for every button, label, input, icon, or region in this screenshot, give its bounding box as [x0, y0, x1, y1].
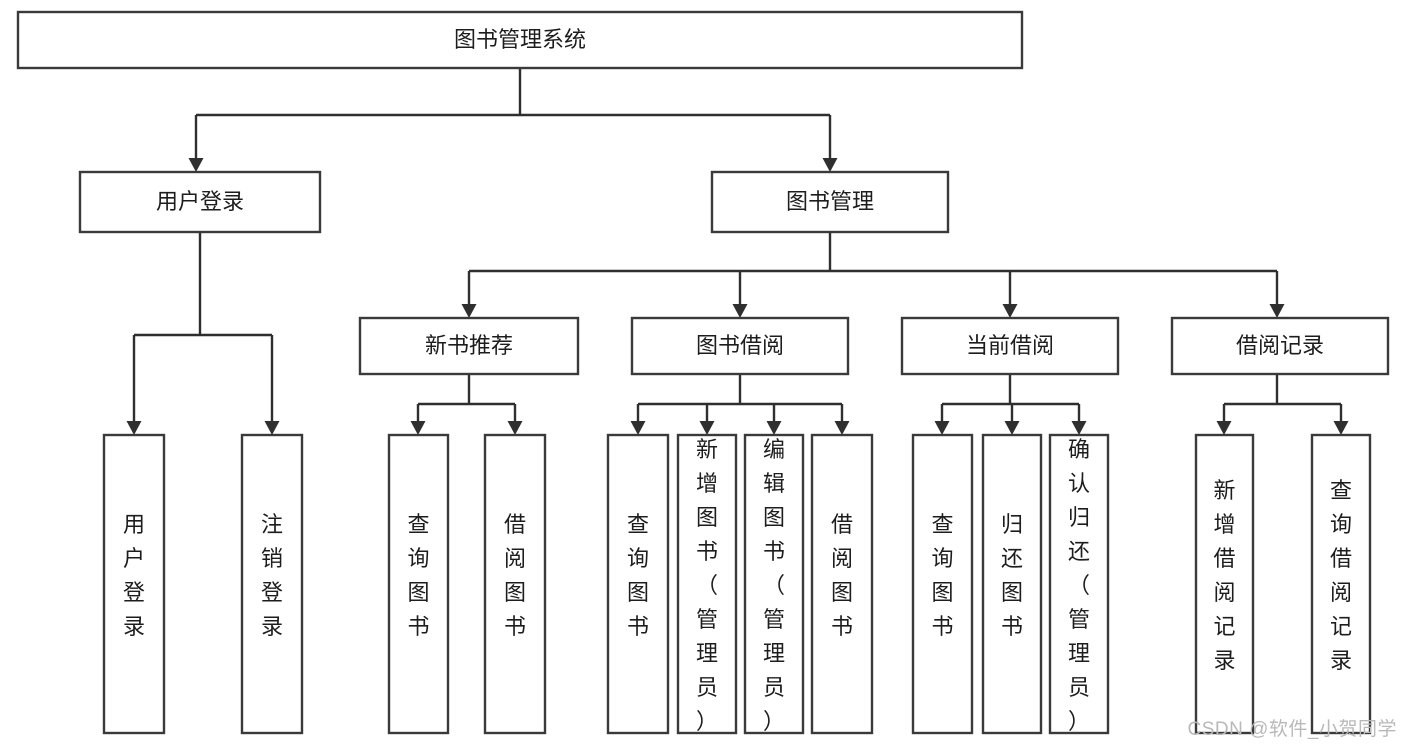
arrow-down-icon-bus-book-borrow-0 [630, 421, 646, 435]
node-box-leaf-add-book-admin[interactable] [676, 433, 738, 735]
arrow-down-icon-bus-book-borrow-3 [834, 421, 850, 435]
nodes-layer: 图书管理系统用户登录图书管理新书推荐图书借阅当前借阅借阅记录用户登录注销登录查询… [16, 10, 1390, 735]
arrow-down-icon-bus-book-borrow-1 [699, 421, 715, 435]
connector-group-bus-borrow-record [1216, 374, 1349, 435]
node-leaf-edit-book-admin[interactable]: 编辑图书（管理员） [743, 433, 805, 735]
node-box-leaf-query-book-1[interactable] [387, 433, 450, 735]
node-box-leaf-query-book-3[interactable] [911, 433, 974, 735]
arrow-down-icon-bus-user-login-1 [264, 421, 280, 435]
node-box-leaf-edit-book-admin[interactable] [743, 433, 805, 735]
node-label-leaf-query-book-3: 查询图书 [931, 512, 953, 639]
arrow-down-icon-bus-borrow-record-0 [1216, 421, 1232, 435]
node-label-book-management: 图书管理 [786, 189, 874, 214]
node-new-book-recommend[interactable]: 新书推荐 [358, 316, 580, 376]
node-user-login[interactable]: 用户登录 [78, 170, 322, 234]
node-label-leaf-add-book-admin: 新增图书（管理员） [696, 437, 718, 734]
connectors-layer [126, 68, 1349, 435]
connector-group-bus-book-management [461, 232, 1285, 318]
connector-group-bus-current-borrow [934, 374, 1087, 435]
arrow-down-icon-bus-current-borrow-0 [934, 421, 950, 435]
arrow-down-icon-bus-current-borrow-1 [1004, 421, 1020, 435]
node-leaf-add-record[interactable]: 新增借阅记录 [1194, 433, 1255, 735]
node-leaf-return-book[interactable]: 归还图书 [981, 433, 1043, 735]
connector-group-bus-new-book [410, 374, 523, 435]
node-leaf-query-book-2[interactable]: 查询图书 [606, 433, 670, 735]
node-box-leaf-user-login[interactable] [102, 433, 166, 735]
node-book-management[interactable]: 图书管理 [710, 170, 950, 234]
connector-group-bus-book-borrow [630, 374, 850, 435]
arrow-down-icon-bus-new-book-1 [507, 421, 523, 435]
node-box-user-login[interactable] [78, 170, 322, 234]
node-label-leaf-query-book-1: 查询图书 [407, 512, 429, 639]
node-label-leaf-edit-book-admin: 编辑图书（管理员） [763, 437, 785, 734]
node-label-current-borrow: 当前借阅 [966, 333, 1054, 358]
node-leaf-logout[interactable]: 注销登录 [240, 433, 304, 735]
node-box-leaf-confirm-return[interactable] [1048, 433, 1110, 735]
node-box-root[interactable] [16, 10, 1024, 70]
node-label-user-login: 用户登录 [156, 189, 244, 214]
node-label-new-book-recommend: 新书推荐 [425, 333, 513, 358]
node-box-leaf-query-record[interactable] [1310, 433, 1372, 735]
node-box-leaf-borrow-book-1[interactable] [483, 433, 547, 735]
node-label-leaf-user-login: 用户登录 [123, 512, 145, 639]
node-leaf-query-book-1[interactable]: 查询图书 [387, 433, 450, 735]
arrow-down-icon-bus-book-management-3 [1269, 304, 1285, 318]
node-label-borrow-record: 借阅记录 [1236, 333, 1324, 358]
node-label-book-borrow: 图书借阅 [696, 333, 784, 358]
node-leaf-add-book-admin[interactable]: 新增图书（管理员） [676, 433, 738, 735]
node-box-leaf-logout[interactable] [240, 433, 304, 735]
node-box-book-management[interactable] [710, 170, 950, 234]
node-box-leaf-add-record[interactable] [1194, 433, 1255, 735]
node-box-leaf-borrow-book-2[interactable] [810, 433, 874, 735]
node-leaf-query-book-3[interactable]: 查询图书 [911, 433, 974, 735]
node-label-leaf-query-book-2: 查询图书 [627, 512, 649, 639]
connector-group-bus-root [188, 68, 838, 172]
node-leaf-borrow-book-1[interactable]: 借阅图书 [483, 433, 547, 735]
node-box-current-borrow[interactable] [900, 316, 1120, 376]
node-leaf-query-record[interactable]: 查询借阅记录 [1310, 433, 1372, 735]
node-borrow-record[interactable]: 借阅记录 [1170, 316, 1390, 376]
node-label-leaf-query-record: 查询借阅记录 [1330, 478, 1352, 673]
node-box-borrow-record[interactable] [1170, 316, 1390, 376]
node-label-leaf-return-book: 归还图书 [1001, 512, 1023, 639]
arrow-down-icon-bus-book-management-1 [732, 304, 748, 318]
node-root[interactable]: 图书管理系统 [16, 10, 1024, 70]
node-box-new-book-recommend[interactable] [358, 316, 580, 376]
node-box-leaf-query-book-2[interactable] [606, 433, 670, 735]
node-label-leaf-add-record: 新增借阅记录 [1213, 478, 1235, 673]
node-label-root: 图书管理系统 [454, 27, 586, 52]
arrow-down-icon-bus-book-management-0 [461, 304, 477, 318]
node-leaf-user-login[interactable]: 用户登录 [102, 433, 166, 735]
csdn-watermark: CSDN @软件_小贺同学 [1187, 719, 1397, 740]
arrow-down-icon-bus-user-login-0 [126, 421, 142, 435]
arrow-down-icon-bus-current-borrow-2 [1071, 421, 1087, 435]
node-label-leaf-confirm-return: 确认归还（管理员） [1068, 437, 1090, 734]
node-label-leaf-logout: 注销登录 [261, 512, 283, 639]
arrow-down-icon-bus-new-book-0 [410, 421, 426, 435]
node-label-leaf-borrow-book-1: 借阅图书 [504, 512, 526, 639]
node-book-borrow[interactable]: 图书借阅 [630, 316, 850, 376]
node-current-borrow[interactable]: 当前借阅 [900, 316, 1120, 376]
arrow-down-icon-bus-root-0 [188, 158, 204, 172]
node-label-leaf-borrow-book-2: 借阅图书 [831, 512, 853, 639]
node-box-book-borrow[interactable] [630, 316, 850, 376]
node-box-leaf-return-book[interactable] [981, 433, 1043, 735]
connector-group-bus-user-login [126, 232, 280, 435]
node-leaf-confirm-return[interactable]: 确认归还（管理员） [1048, 433, 1110, 735]
arrow-down-icon-bus-book-management-2 [1002, 304, 1018, 318]
arrow-down-icon-bus-book-borrow-2 [766, 421, 782, 435]
arrow-down-icon-bus-root-1 [822, 158, 838, 172]
arrow-down-icon-bus-borrow-record-1 [1333, 421, 1349, 435]
node-leaf-borrow-book-2[interactable]: 借阅图书 [810, 433, 874, 735]
